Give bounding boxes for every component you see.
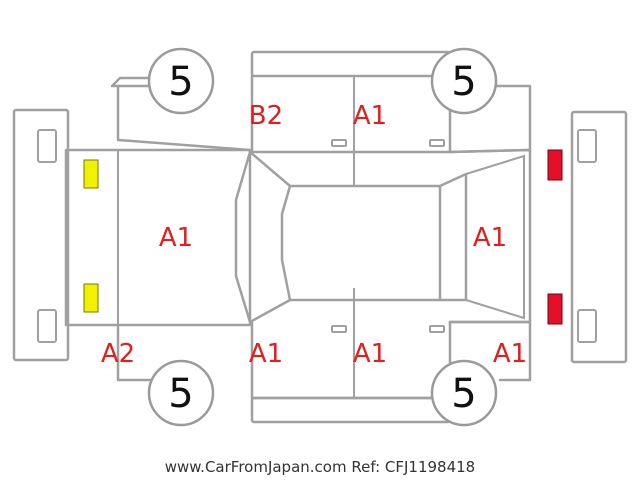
- damage-code-right-rear-door: A1: [353, 339, 387, 369]
- tire-front-right: 5: [147, 359, 215, 427]
- tire-tread-value: 5: [451, 371, 476, 417]
- tire-tread-value: 5: [451, 59, 476, 105]
- tire-rear-left: 5: [430, 47, 498, 115]
- rear-bumper: [570, 110, 628, 364]
- damage-code-right-rear-fender: A1: [493, 339, 527, 369]
- tire-tread-value: 5: [168, 59, 193, 105]
- taillight-marker-top: [547, 149, 563, 181]
- headlight-marker-top: [83, 159, 99, 189]
- right-side-body: [116, 288, 532, 424]
- damage-code-hood: A1: [159, 223, 193, 253]
- hood-outline: [64, 148, 252, 327]
- damage-code-rear-panel: A1: [473, 223, 507, 253]
- damage-code-left-rear-door: A1: [353, 101, 387, 131]
- tire-rear-right: 5: [430, 359, 498, 427]
- cabin-roof: [234, 148, 532, 324]
- tire-front-left: 5: [147, 47, 215, 115]
- taillight-marker-bottom: [547, 293, 563, 325]
- damage-code-right-front-door: A1: [249, 339, 283, 369]
- front-bumper: [12, 108, 70, 362]
- damage-code-left-front-door: B2: [249, 101, 283, 131]
- headlight-marker-bottom: [83, 283, 99, 313]
- tire-tread-value: 5: [168, 371, 193, 417]
- watermark-reference: www.CarFromJapan.com Ref: CFJ1198418: [165, 458, 475, 476]
- damage-code-front-bumper-corner: A2: [101, 339, 135, 369]
